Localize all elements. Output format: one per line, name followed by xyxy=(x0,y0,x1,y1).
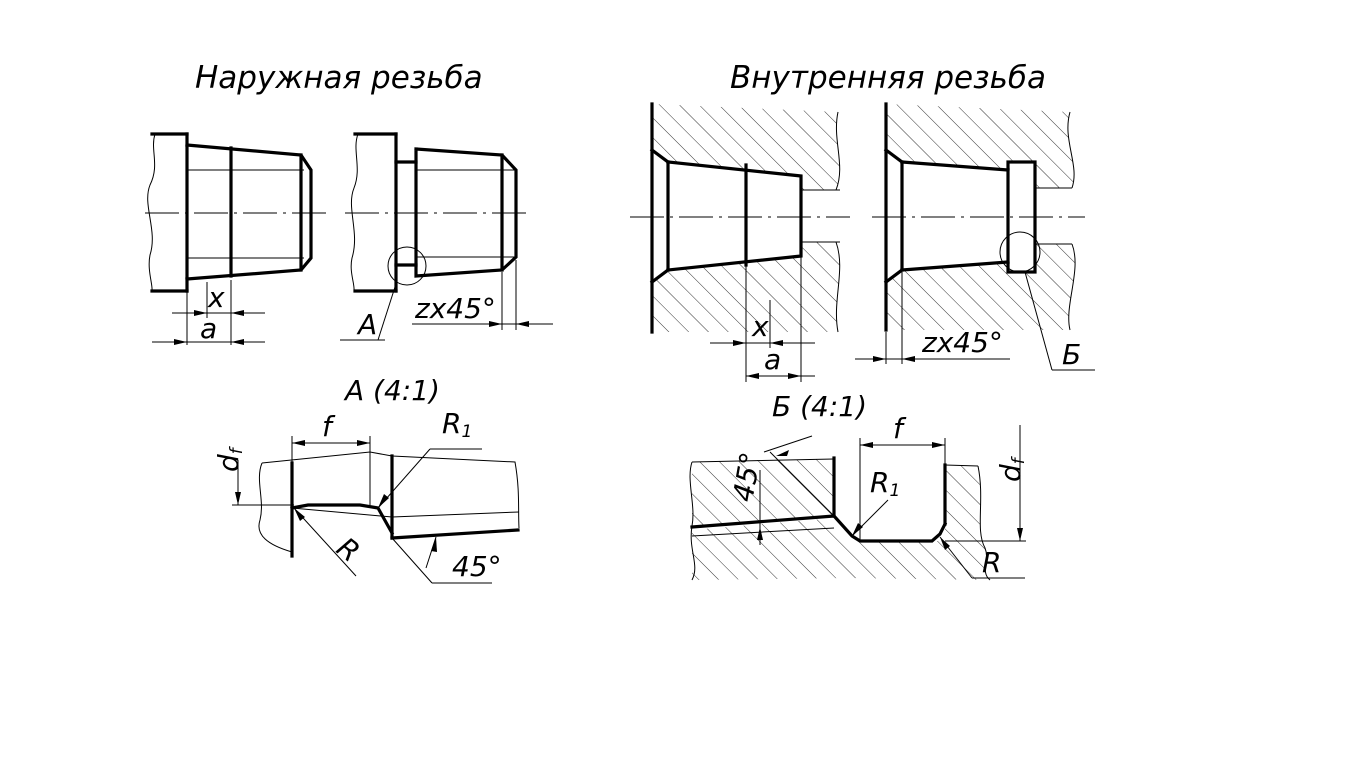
dim-chamfer-external: zx45° xyxy=(414,292,496,325)
external-thread-view-1: x a xyxy=(145,132,330,345)
detail-a: А (4:1) f R1 R df 45 xyxy=(212,374,520,584)
title-internal-thread: Внутренняя резьба xyxy=(730,60,1046,96)
detail-a-angle: 45° xyxy=(452,550,502,583)
dim-x-external: x xyxy=(207,281,225,314)
view-label-a: А xyxy=(356,308,377,341)
dim-chamfer-internal: zx45° xyxy=(921,326,1003,359)
detail-b-title: Б (4:1) xyxy=(772,390,867,423)
detail-a-r1: R1 xyxy=(442,407,472,442)
view-label-b: Б xyxy=(1062,338,1081,371)
internal-thread-view-2: Б zx45° xyxy=(855,102,1095,371)
detail-a-title: А (4:1) xyxy=(343,374,440,407)
detail-b-r1: R1 xyxy=(870,466,900,501)
external-thread-view-2: А zx45° xyxy=(340,132,553,341)
dim-a-external: a xyxy=(200,312,217,345)
detail-a-f: f xyxy=(322,410,336,443)
internal-thread-view-1: x a xyxy=(630,102,850,382)
detail-b-f: f xyxy=(893,412,907,445)
title-external-thread: Наружная резьба xyxy=(195,60,483,96)
detail-a-df: df xyxy=(212,445,247,472)
detail-a-r: R xyxy=(330,531,366,569)
detail-b: Б (4:1) f R1 R df xyxy=(689,390,1029,581)
detail-b-r: R xyxy=(982,546,1001,579)
dim-x-internal: x xyxy=(751,310,769,343)
dim-a-internal: a xyxy=(764,343,781,376)
detail-b-df: df xyxy=(994,455,1029,482)
